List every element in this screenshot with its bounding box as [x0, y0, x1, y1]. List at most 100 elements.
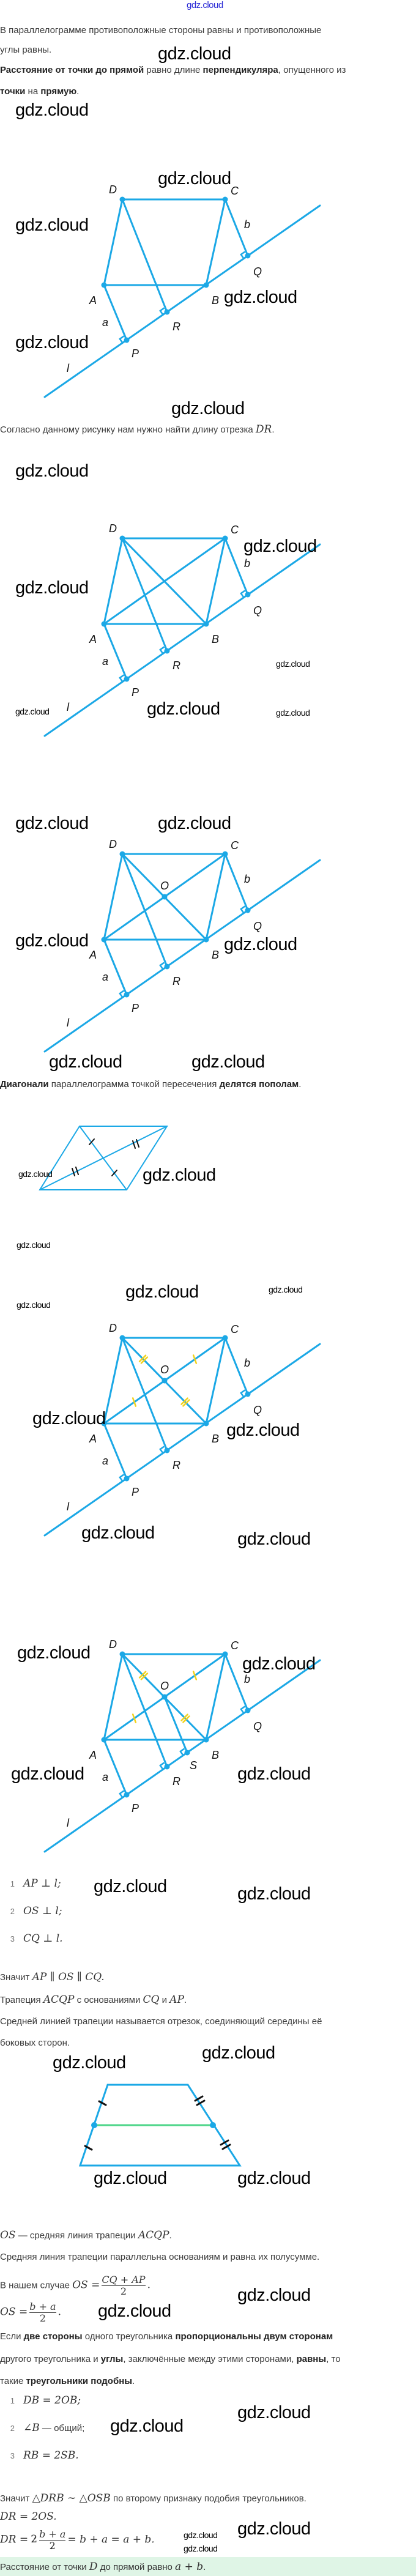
label-o: O: [160, 1364, 169, 1376]
bold-term: треугольники подобны: [26, 2376, 133, 2386]
label-p: P: [132, 1486, 139, 1498]
math: △DRB ∼ △OSB: [32, 2492, 111, 2504]
watermark: gdz.cloud: [15, 100, 89, 120]
point-a: [101, 282, 107, 288]
equal-mark: [111, 1170, 117, 1176]
label-q: Q: [253, 1404, 262, 1416]
label-l: l: [67, 1501, 70, 1513]
side-ad: [103, 1653, 124, 1741]
point-o: [162, 894, 168, 900]
label-r: R: [173, 1459, 180, 1471]
perpendicular-cq: [224, 853, 249, 911]
point-c: [222, 535, 228, 541]
label-q: Q: [253, 604, 262, 617]
equal-mark-ob: [180, 1713, 188, 1721]
watermark: gdz.cloud: [81, 1523, 155, 1543]
bold-term: две стороны: [23, 2331, 83, 2342]
side-bc: [205, 1653, 226, 1741]
denominator: 2: [120, 2285, 127, 2297]
equal-mark-ob: [180, 1397, 188, 1405]
text: — общий;: [39, 2423, 85, 2433]
line-l: [43, 204, 321, 398]
label-o: O: [160, 880, 169, 892]
equal-mark-do: [138, 1671, 147, 1679]
side-ad: [103, 1337, 124, 1425]
label-p: P: [132, 1002, 139, 1014]
side-ad: [103, 853, 124, 941]
perpendicular-os: [163, 1696, 188, 1754]
text: и: [159, 1995, 170, 2005]
label-l: l: [67, 362, 70, 374]
label-c: C: [231, 185, 239, 197]
equal-mark-ob: [182, 1399, 190, 1407]
label-q: Q: [253, 265, 262, 278]
text: .: [272, 425, 275, 435]
math: DR: [255, 423, 272, 436]
equal-mark: [221, 2144, 231, 2150]
watermark: gdz.cloud: [158, 44, 231, 64]
paragraph-line: боковых сторон.: [0, 2037, 70, 2049]
label-d: D: [109, 522, 117, 535]
list-number: 1: [10, 2396, 15, 2405]
math: a + b: [175, 2561, 204, 2573]
right-angle-mark-r: [159, 962, 165, 970]
label-a-length: a: [102, 1771, 108, 1783]
point-b: [203, 1420, 209, 1427]
label-b-length: b: [244, 218, 250, 231]
line-l: [43, 1659, 321, 1853]
point-b: [203, 937, 209, 943]
equal-mark: [89, 1138, 95, 1145]
point-o: [162, 1694, 168, 1700]
perpendicular-ap: [103, 938, 128, 996]
bold-term: перпендикуляра: [202, 65, 278, 75]
side-bc: [205, 198, 226, 286]
label-l: l: [67, 1817, 70, 1829]
point-r: [164, 648, 170, 654]
paragraph-line: другого треугольника и углы, заключённые…: [0, 2353, 341, 2366]
label-b: B: [212, 633, 219, 645]
right-angle-mark-r: [159, 1762, 165, 1770]
label-r: R: [173, 659, 180, 672]
label-b-length: b: [244, 557, 250, 570]
label-r: R: [173, 975, 180, 987]
point-q: [245, 1391, 251, 1397]
watermark: gdz.cloud: [110, 2416, 184, 2436]
point-r: [164, 963, 170, 970]
equal-mark-do: [140, 1672, 149, 1680]
math: OS: [0, 2229, 16, 2241]
perpendicular-cq: [224, 198, 249, 257]
bold-term: углы: [100, 2354, 124, 2364]
equal-mark-oc: [192, 1354, 198, 1364]
math: AP ∥ OS ∥ CQ.: [32, 1971, 105, 1983]
math: = b + a = a + b.: [67, 2533, 155, 2546]
text: — средняя линия трапеции: [15, 2230, 138, 2241]
text: .: [76, 86, 80, 97]
paragraph-diagonals: Диагонали параллелограмма точкой пересеч…: [0, 1078, 301, 1091]
figure-trapezoid-midline: [78, 2084, 242, 2167]
text: параллелограмма точкой пересечения: [48, 1079, 220, 1089]
equal-mark: [220, 2139, 229, 2146]
diagonal-2: [39, 1126, 168, 1190]
perpendicular-cq: [224, 537, 249, 596]
text: на: [25, 86, 41, 97]
watermark: gdz.cloud: [269, 1285, 303, 1294]
label-a: A: [89, 294, 97, 306]
list-item: 2∠B — общий;: [0, 2422, 85, 2435]
perpendicular-ap: [103, 1422, 128, 1480]
text: равно длине: [144, 65, 203, 75]
watermark: gdz.cloud: [243, 536, 317, 556]
point-c: [222, 1335, 228, 1341]
point-b: [203, 282, 209, 288]
answer-text: Расстояние от точки D до прямой равно a …: [0, 2561, 206, 2574]
label-b: B: [212, 1433, 219, 1445]
text: Расстояние от точки: [0, 2562, 89, 2572]
label-b: B: [212, 1749, 219, 1761]
point-q: [245, 907, 251, 913]
